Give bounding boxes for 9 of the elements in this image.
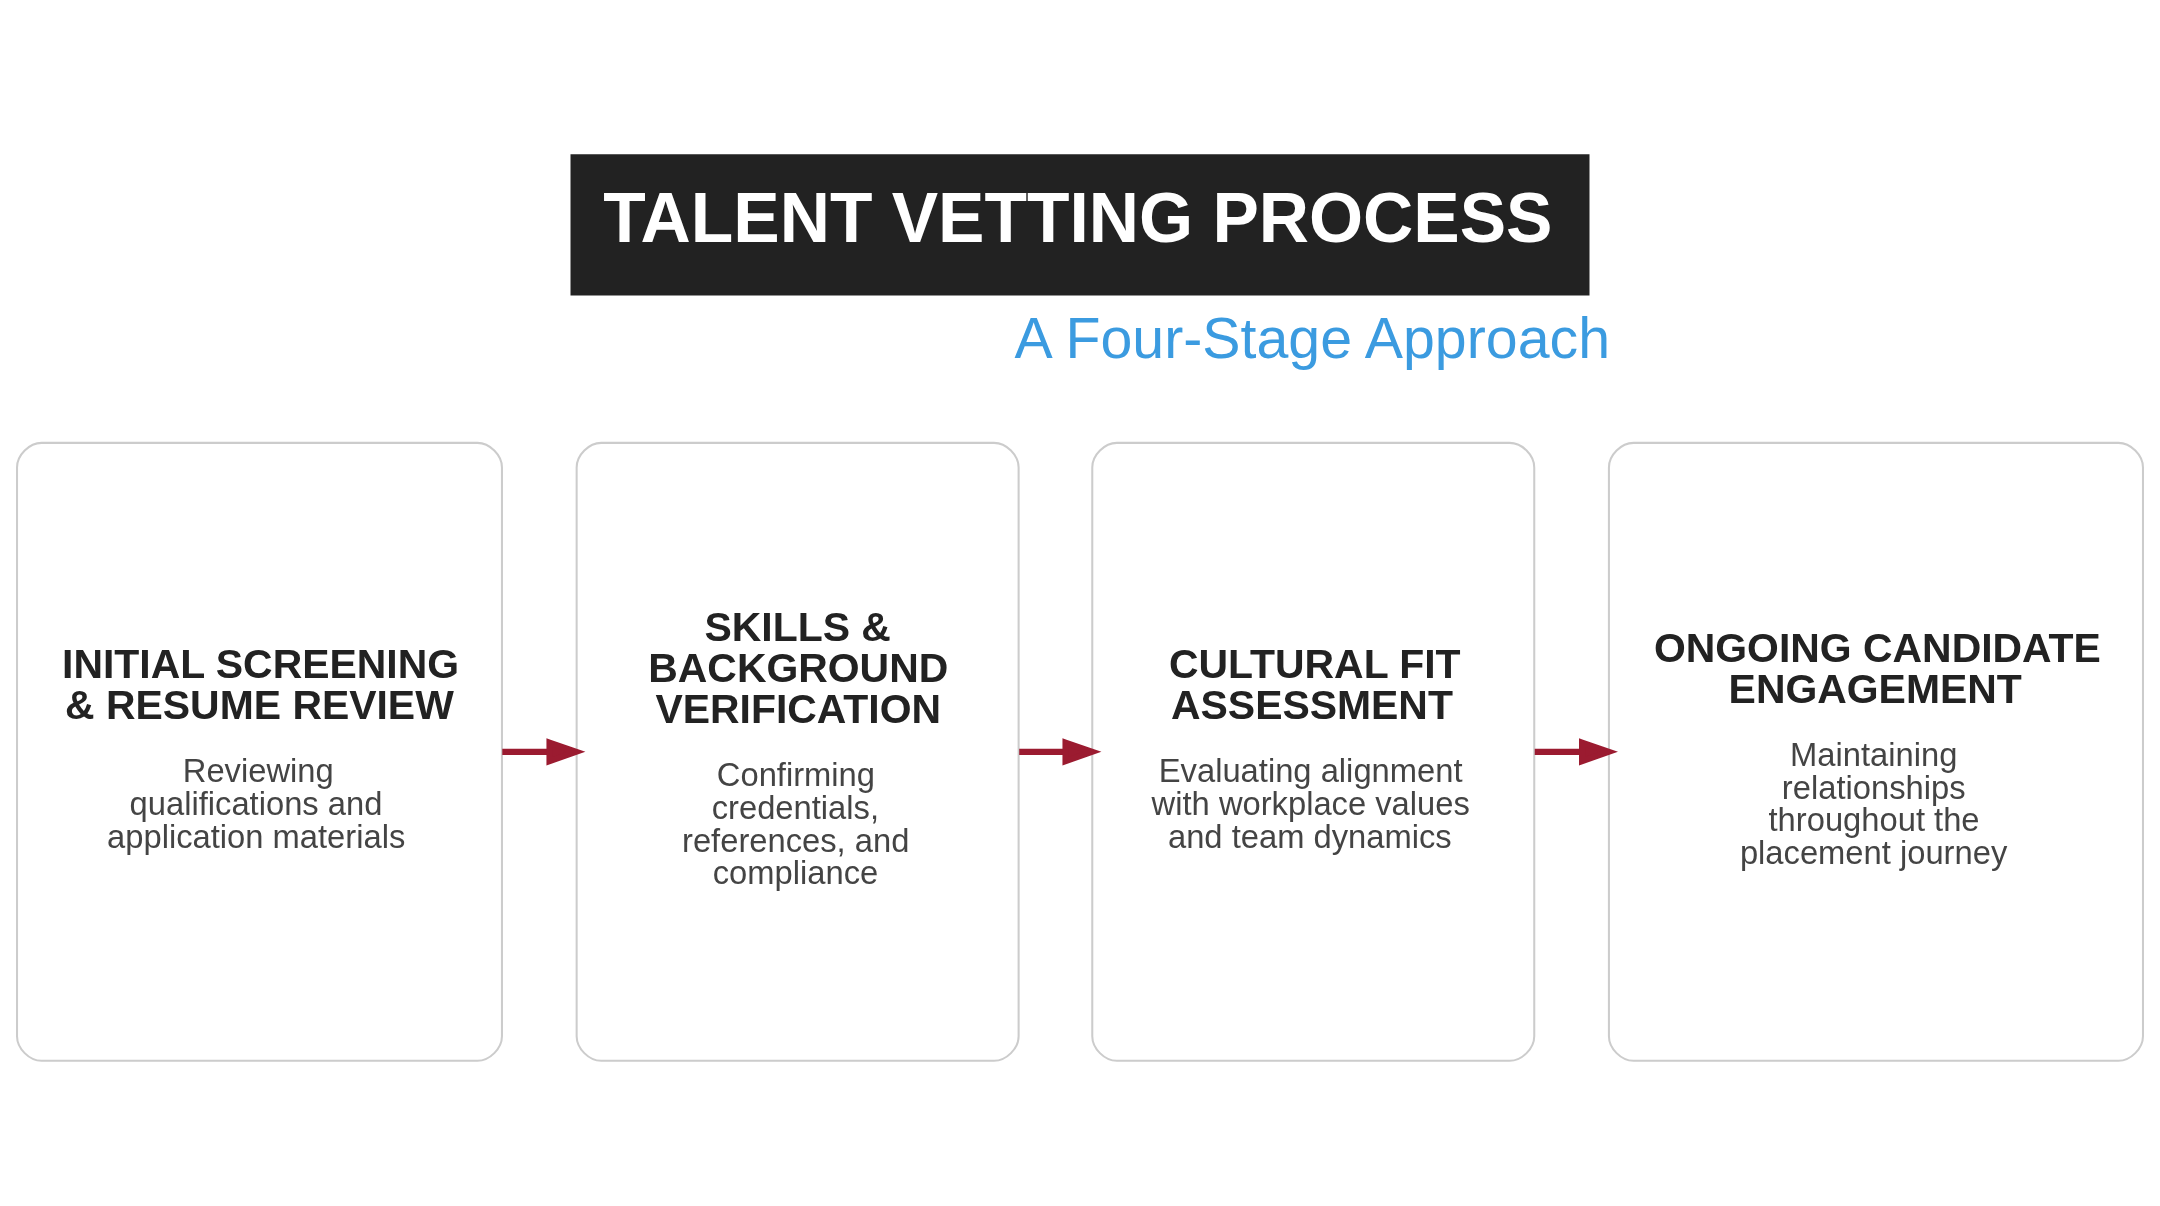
- diagram-title: TALENT VETTING PROCESS: [603, 178, 1553, 257]
- node-box: SKILLS & BACKGROUND VERIFICATION Confirming credentials, references, and compliance: [575, 441, 1020, 1062]
- label: A Four-Stage Approach: [1014, 305, 1610, 370]
- arrow: [502, 737, 586, 765]
- arrow: [1019, 737, 1102, 765]
- arrow: [1534, 737, 1618, 765]
- node-box: ONGOING CANDIDATE ENGAGEMENT Maintaining relationships throughout the placement journey: [1607, 441, 2144, 1062]
- node-box: CULTURAL FIT ASSESSMENT Evaluating alignment with workplace values and team dynamics: [1091, 441, 1536, 1062]
- node-box: INITIAL SCREENING & RESUME REVIEW Reviewing qualifications and application materials: [16, 441, 503, 1062]
